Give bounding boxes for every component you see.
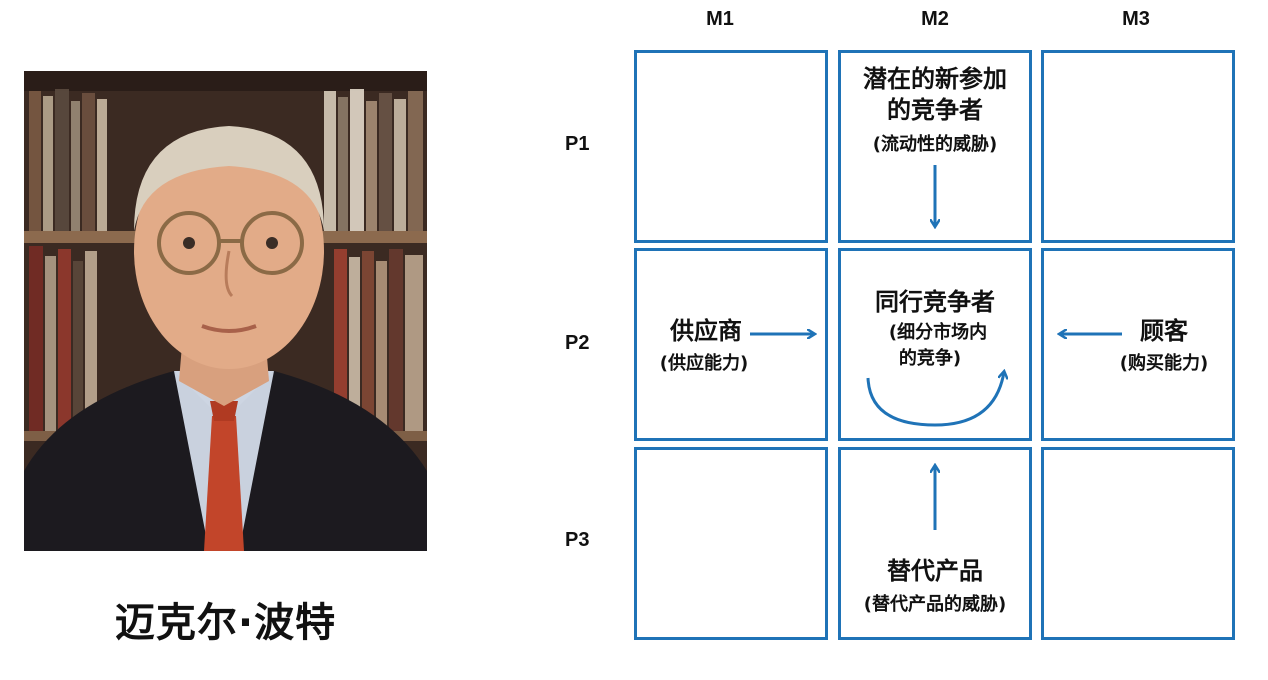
cell-p3-m2 bbox=[838, 447, 1032, 640]
person-name: 迈克尔·波特 bbox=[114, 600, 337, 646]
cell-p2-m2 bbox=[838, 248, 1032, 441]
portrait-photo bbox=[24, 71, 427, 551]
portrait-illustration bbox=[24, 71, 427, 551]
substitutes-title: 替代产品 bbox=[887, 557, 983, 585]
rivalry-subtitle-line1: (细分市场内 bbox=[888, 322, 988, 343]
suppliers-title: 供应商 bbox=[670, 317, 742, 345]
new-entrants-title-line2: 的竞争者 bbox=[887, 96, 983, 124]
cell-p1-m3 bbox=[1041, 50, 1235, 243]
cell-p2-m1 bbox=[634, 248, 828, 441]
cell-p1-m1 bbox=[634, 50, 828, 243]
column-label-m2: M2 bbox=[921, 8, 949, 30]
new-entrants-title-line1: 潜在的新参加 bbox=[863, 65, 1007, 93]
row-label-p2: P2 bbox=[565, 332, 590, 354]
column-label-m3: M3 bbox=[1122, 8, 1150, 30]
row-label-p3: P3 bbox=[565, 529, 590, 551]
row-label-p1: P1 bbox=[565, 133, 590, 155]
column-label-m1: M1 bbox=[706, 8, 734, 30]
cell-p3-m3 bbox=[1041, 447, 1235, 640]
buyers-subtitle: (购买能力) bbox=[1119, 353, 1209, 374]
cell-p2-m3 bbox=[1041, 248, 1235, 441]
rivalry-title: 同行竞争者 bbox=[875, 288, 995, 316]
buyers-title: 顾客 bbox=[1140, 317, 1188, 345]
new-entrants-subtitle: (流动性的威胁) bbox=[872, 134, 998, 155]
cell-p3-m1 bbox=[634, 447, 828, 640]
cell-p1-m2 bbox=[838, 50, 1032, 243]
rivalry-subtitle-line2: 的竞争) bbox=[898, 348, 962, 369]
substitutes-subtitle: (替代产品的威胁) bbox=[863, 594, 1007, 615]
suppliers-subtitle: (供应能力) bbox=[659, 353, 749, 374]
